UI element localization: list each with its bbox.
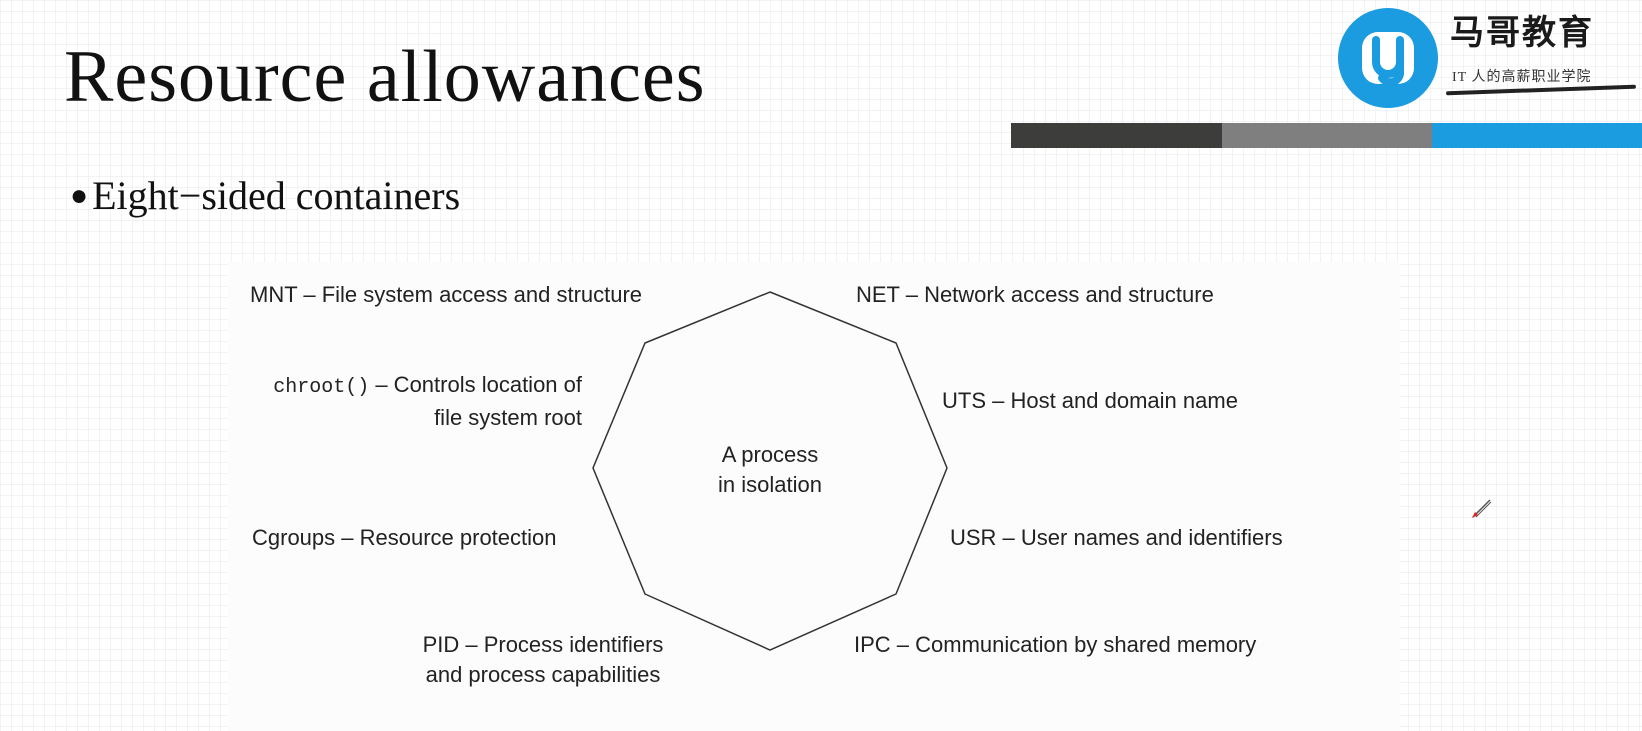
pid-line-2: and process capabilities [425, 662, 661, 687]
center-line-1: A process [721, 442, 819, 467]
logo-mark-icon [1338, 8, 1438, 108]
chroot-line-2: file system root [434, 405, 582, 430]
label-uts: UTS – Host and domain name [942, 388, 1238, 413]
octagon-shape [592, 291, 948, 651]
label-ipc: IPC – Communication by shared memory [854, 632, 1257, 657]
label-mnt: MNT – File system access and structure [250, 282, 643, 307]
chroot-code: chroot() [273, 376, 370, 399]
label-pid: PID – Process identifiers and process ca… [398, 630, 688, 690]
label-chroot: chroot() – Controls location of file sys… [273, 370, 582, 433]
chroot-line-1-text: – Controls location of [369, 372, 582, 397]
logo-underline [1445, 84, 1637, 96]
logo-slogan: IT 人的高薪职业学院 [1452, 70, 1592, 85]
chroot-line-1: chroot() – Controls location of [273, 370, 582, 403]
decor-bar-blue [1432, 123, 1642, 148]
decor-bar-gray [1222, 123, 1432, 148]
label-usr: USR – User names and identifiers [950, 525, 1283, 550]
label-net: NET – Network access and structure [856, 282, 1214, 307]
brand-logo: 马哥教育 IT 人的高薪职业学院 [1338, 8, 1638, 118]
bullet-dot-icon: ● [70, 179, 89, 212]
pid-line-1: PID – Process identifiers [422, 632, 664, 657]
bullet-item: ●Eight−sided containers [70, 176, 460, 216]
center-line-2: in isolation [718, 472, 822, 497]
diagram-center-label: A process in isolation [690, 440, 850, 500]
bullet-text: Eight−sided containers [92, 173, 461, 218]
label-cgroups: Cgroups – Resource protection [252, 525, 557, 550]
decor-bar-dark [1011, 123, 1222, 148]
logo-name: 马哥教育 [1450, 14, 1594, 52]
pen-cursor-icon [1470, 496, 1494, 525]
namespace-diagram: A process in isolation MNT – File system… [228, 262, 1400, 731]
slide-title: Resource allowances [64, 36, 706, 118]
